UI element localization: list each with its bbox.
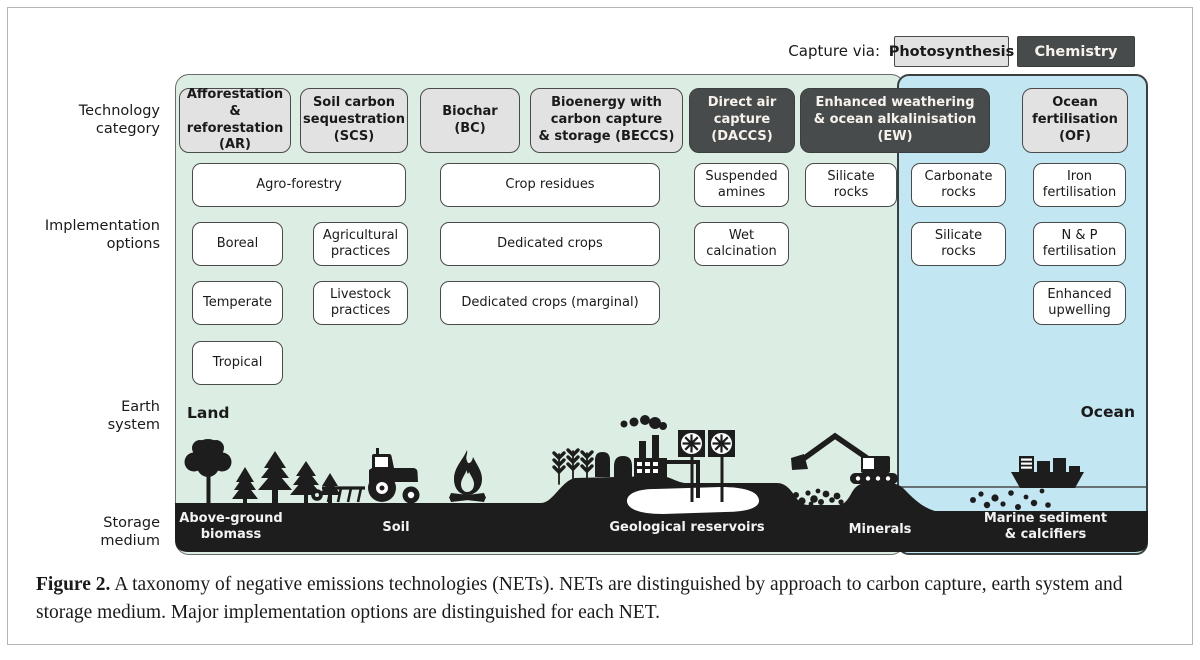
row-label-implementation-options: Implementation options [44,218,160,252]
campfire-icon [449,450,486,502]
injection-pipe [663,460,700,498]
cargo-ship-icon [1011,456,1084,488]
option-iron-fertilisation: Iron fertilisation [1033,163,1126,207]
mineral-rocks-icon [793,488,844,507]
landscape-illustration [175,415,1148,552]
row-label-earth-system: Earth system [107,399,160,433]
figure-caption-text: A taxonomy of negative emissions technol… [36,574,1123,623]
figure-caption: Figure 2. A taxonomy of negative emissio… [36,571,1164,626]
option-temperate: Temperate [192,281,283,325]
land-label: Land [187,404,230,422]
figure-caption-label: Figure 2. [36,574,111,595]
land-region-background [175,74,905,555]
direct-air-capture-fans-icon [678,430,735,502]
row-label-technology-category: Technology category [78,103,160,137]
legend-chemistry: Chemistry [1017,36,1135,67]
factory-icon [595,415,667,477]
legend-photosynthesis: Photosynthesis [889,36,1014,67]
option-suspended-amines: Suspended amines [694,163,789,207]
option-agricultural-practices: Agricultural practices [313,222,408,266]
option-crop-residues: Crop residues [440,163,660,207]
category-afforestation-reforestation: Afforestation & reforestation (AR) [179,87,291,153]
option-wet-calcination: Wet calcination [694,222,789,266]
option-carbonate-rocks: Carbonate rocks [911,163,1006,207]
category-enhanced-weathering: Enhanced weathering & ocean alkalinisati… [800,88,990,153]
excavator-icon [791,432,898,484]
plow-icon [311,486,365,503]
sediment-particles-icon [970,488,1051,510]
pine-trees-icon [232,451,341,503]
storage-marine-sediment: Marine sediment & calcifiers [983,511,1108,542]
option-boreal: Boreal [192,222,283,266]
deciduous-tree-icon [184,439,232,503]
option-np-fertilisation: N & P fertilisation [1033,222,1126,266]
option-tropical: Tropical [192,341,283,385]
category-soil-carbon-sequestration: Soil carbon sequestration (SCS) [300,88,408,153]
category-biochar: Biochar (BC) [420,88,520,153]
category-direct-air-capture: Direct air capture (DACCS) [689,88,795,153]
option-enhanced-upwelling: Enhanced upwelling [1033,281,1126,325]
storage-soil: Soil [382,520,410,535]
option-agro-forestry: Agro-forestry [192,163,406,207]
category-beccs: Bioenergy with carbon capture & storage … [530,88,683,153]
option-livestock-practices: Livestock practices [313,281,408,325]
option-dedicated-crops-marginal: Dedicated crops (marginal) [440,281,660,325]
category-ocean-fertilisation: Ocean fertilisation (OF) [1022,88,1128,153]
storage-geological-reservoirs: Geological reservoirs [609,520,765,535]
wheat-stalks-icon [552,448,594,485]
figure-border [7,7,1193,645]
storage-minerals: Minerals [848,522,912,537]
option-silicate-rocks-ocean: Silicate rocks [911,222,1006,266]
option-dedicated-crops: Dedicated crops [440,222,660,266]
tractor-icon [368,448,420,504]
capture-via-label: Capture via: [788,42,880,60]
storage-above-ground-biomass: Above-ground biomass [179,511,283,542]
ocean-label: Ocean [1080,403,1135,421]
option-silicate-rocks-land: Silicate rocks [805,163,897,207]
row-label-storage-medium: Storage medium [100,515,160,549]
